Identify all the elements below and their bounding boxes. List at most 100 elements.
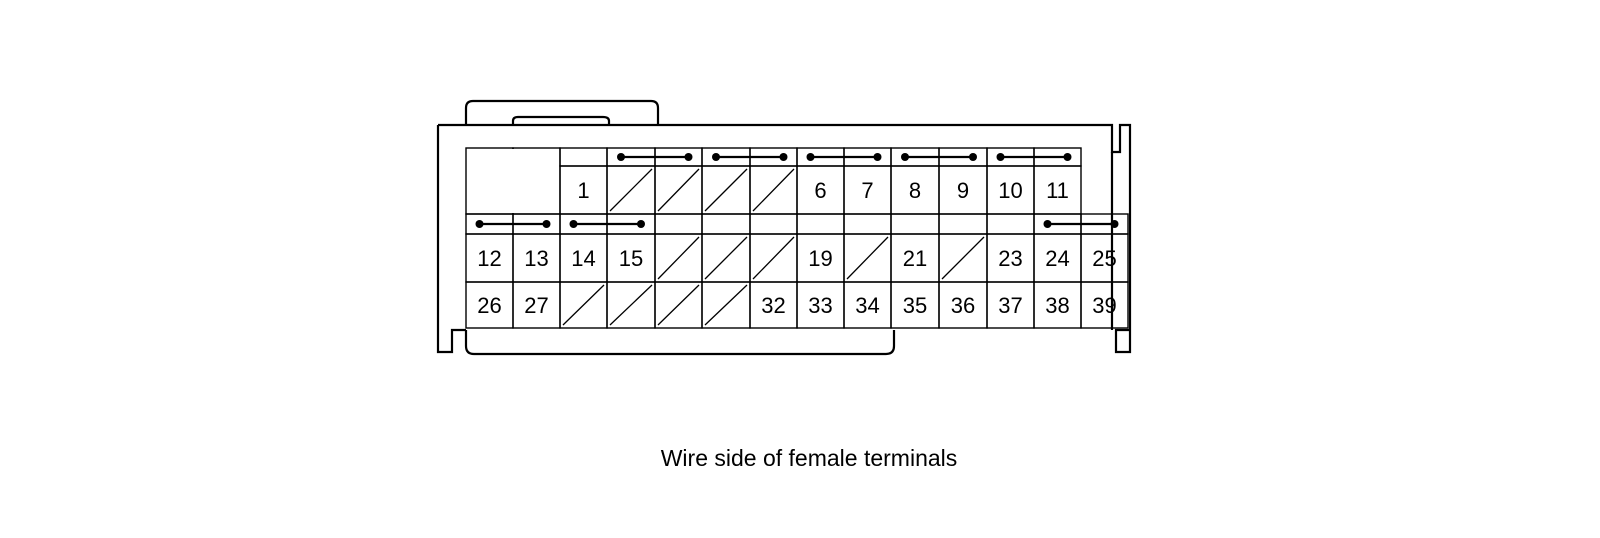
bar-end-dot (901, 153, 909, 161)
empty-cavity (701, 213, 751, 283)
shorting-bar (901, 153, 977, 161)
shorting-bar (712, 153, 788, 161)
terminal-number: 14 (571, 246, 595, 271)
empty-cavity-slash (704, 284, 748, 326)
terminal-number: 7 (861, 178, 873, 203)
terminal-number: 36 (951, 293, 975, 318)
terminal-number: 32 (761, 293, 785, 318)
terminal-number: 24 (1045, 246, 1069, 271)
housing-left-wall (436, 125, 466, 354)
empty-cavity (843, 213, 892, 283)
bar-end-dot (617, 153, 625, 161)
terminal-number: 23 (998, 246, 1022, 271)
terminal-number: 15 (619, 246, 643, 271)
empty-cavity-slash (609, 284, 653, 326)
empty-cavity (749, 213, 798, 283)
empty-cavity-slash (704, 168, 748, 212)
empty-cavity-slash (752, 168, 795, 212)
terminal-number: 21 (903, 246, 927, 271)
empty-cavity-slash (657, 284, 700, 326)
shorting-bar (475, 220, 551, 228)
empty-cavity-slash (846, 236, 889, 280)
terminal-cell: 21 (890, 213, 940, 283)
terminal-number: 6 (814, 178, 826, 203)
blank-area (511, 147, 561, 215)
terminal-number: 27 (524, 293, 548, 318)
terminal-number: 19 (808, 246, 832, 271)
terminal-cell: 37 (986, 281, 1035, 329)
bar-end-dot (969, 153, 977, 161)
terminal-cell: 11 (1033, 147, 1082, 215)
terminal-cell: 15 (606, 213, 656, 283)
shorting-bar (806, 153, 882, 161)
bar-end-dot (1063, 153, 1072, 161)
terminal-cell: 32 (749, 281, 798, 329)
terminal-number: 38 (1045, 293, 1069, 318)
bar-end-dot (475, 220, 484, 228)
terminal-number: 26 (477, 293, 501, 318)
terminal-grid: 1 6 7 8 9 10 11 12 13 14 15 19 21 23 24 25 26 27 32 33 34 35 3… (465, 147, 1129, 329)
terminal-cell: 1 (559, 147, 608, 215)
empty-cavity-slash (657, 168, 700, 212)
terminal-number: 9 (957, 178, 969, 203)
bar-end-dot (806, 153, 815, 161)
diagram-caption: Wire side of female terminals (661, 445, 958, 471)
empty-cavity (701, 281, 751, 329)
bar-end-dot (779, 153, 788, 161)
bar-end-dot (996, 153, 1005, 161)
terminal-number: 33 (808, 293, 832, 318)
bar-end-dot (873, 153, 882, 161)
terminal-cell: 39 (1080, 281, 1129, 329)
terminal-cell: 27 (512, 281, 561, 329)
empty-cavity (938, 213, 988, 283)
shorting-bar (617, 153, 693, 161)
housing-outline (438, 123, 1132, 354)
bar-end-dot (569, 220, 578, 228)
shorting-bar (569, 220, 645, 228)
housing-latch-inner (511, 115, 611, 125)
terminal-cell: 33 (796, 281, 845, 329)
bar-end-dot (1043, 220, 1052, 228)
shorting-bar (996, 153, 1072, 161)
terminal-cell: 19 (796, 213, 845, 283)
empty-cavity-slash (562, 284, 605, 326)
terminal-number: 10 (998, 178, 1022, 203)
terminal-number: 8 (909, 178, 921, 203)
bar-end-dot (542, 220, 551, 228)
terminal-number: 11 (1046, 178, 1069, 203)
terminal-number: 39 (1092, 293, 1116, 318)
terminal-cell: 35 (890, 281, 940, 329)
blank-area (465, 147, 514, 215)
bar-end-dot (684, 153, 693, 161)
empty-cavity-slash (609, 168, 653, 212)
housing-latch (464, 99, 660, 125)
bar-end-dot (637, 220, 645, 228)
empty-cavity-slash (704, 236, 748, 280)
bar-end-dot (712, 153, 720, 161)
terminal-cell: 34 (843, 281, 892, 329)
shorting-bar (1043, 220, 1119, 228)
terminal-cell: 26 (465, 281, 514, 329)
empty-cavity-slash (657, 236, 700, 280)
housing-bottom-rail (464, 330, 896, 356)
terminal-number: 25 (1092, 246, 1116, 271)
bar-end-dot (1110, 220, 1119, 228)
empty-cavity (654, 213, 703, 283)
connector-housing (436, 99, 1132, 356)
terminal-cell: 36 (938, 281, 988, 329)
empty-cavity (559, 281, 608, 329)
empty-cavity (606, 281, 656, 329)
shorting-bars (475, 153, 1119, 228)
terminal-number: 1 (577, 178, 589, 203)
empty-cavity-slash (941, 236, 985, 280)
terminal-number: 35 (903, 293, 927, 318)
empty-cavity (654, 281, 703, 329)
terminal-number: 12 (477, 246, 501, 271)
terminal-cell: 23 (986, 213, 1035, 283)
terminal-number: 37 (998, 293, 1022, 318)
terminal-number: 13 (524, 246, 548, 271)
terminal-cell: 38 (1033, 281, 1082, 329)
empty-cavity-slash (752, 236, 795, 280)
terminal-number: 34 (855, 293, 879, 318)
